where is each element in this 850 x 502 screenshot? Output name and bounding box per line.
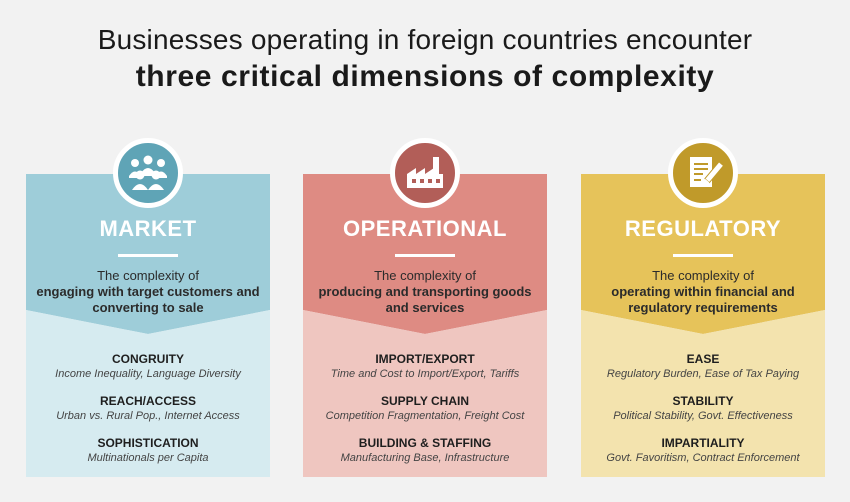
operational-description-emphasis: producing and transporting goods and ser…	[318, 284, 532, 315]
factor-detail: Competition Fragmentation, Freight Cost	[325, 410, 525, 422]
factor-name: SOPHISTICATION	[97, 436, 199, 450]
title-line-2: three critical dimensions of complexity	[135, 60, 715, 93]
operational-card-details-panel	[303, 310, 547, 477]
operational-description-lead: The complexity of	[374, 268, 476, 283]
list-item: SUPPLY CHAIN Competition Fragmentation, …	[303, 394, 547, 436]
market-card-details-panel	[26, 310, 270, 477]
regulatory-heading: REGULATORY	[624, 216, 782, 241]
market-card: MARKET The complexity of engaging with t…	[26, 138, 270, 478]
list-item: IMPORT/EXPORT Time and Cost to Import/Ex…	[303, 352, 547, 394]
factor-name: REACH/ACCESS	[99, 394, 196, 408]
factor-detail: Govt. Favoritism, Contract Enforcement	[606, 452, 800, 464]
list-item: EASE Regulatory Burden, Ease of Tax Payi…	[581, 352, 825, 394]
factor-detail: Multinationals per Capita	[87, 452, 209, 464]
market-factor-list: CONGRUITY Income Inequality, Language Di…	[26, 352, 270, 478]
market-heading-divider	[118, 254, 178, 257]
list-item: SOPHISTICATION Multinationals per Capita	[26, 436, 270, 478]
document-pen-icon	[668, 138, 738, 208]
factor-detail: Manufacturing Base, Infrastructure	[340, 452, 510, 464]
list-item: REACH/ACCESS Urban vs. Rural Pop., Inter…	[26, 394, 270, 436]
operational-heading: OPERATIONAL	[343, 216, 507, 241]
list-item: STABILITY Political Stability, Govt. Eff…	[581, 394, 825, 436]
market-description: The complexity of engaging with target c…	[32, 268, 264, 316]
factor-name: CONGRUITY	[112, 352, 184, 366]
operational-factor-list: IMPORT/EXPORT Time and Cost to Import/Ex…	[303, 352, 547, 478]
list-item: CONGRUITY Income Inequality, Language Di…	[26, 352, 270, 394]
factor-detail: Urban vs. Rural Pop., Internet Access	[56, 410, 240, 422]
factor-name: IMPARTIALITY	[661, 436, 745, 450]
factor-detail: Time and Cost to Import/Export, Tariffs	[330, 368, 520, 380]
regulatory-factor-list: EASE Regulatory Burden, Ease of Tax Payi…	[581, 352, 825, 478]
title-line-1: Businesses operating in foreign countrie…	[97, 24, 753, 55]
factor-detail: Regulatory Burden, Ease of Tax Paying	[606, 368, 800, 380]
regulatory-description: The complexity of operating within finan…	[587, 268, 819, 316]
factor-detail: Income Inequality, Language Diversity	[55, 368, 241, 380]
factor-detail: Political Stability, Govt. Effectiveness	[613, 410, 793, 422]
factor-name: EASE	[686, 352, 720, 366]
page-title: Businesses operating in foreign countrie…	[0, 22, 850, 96]
regulatory-heading-divider	[673, 254, 733, 257]
market-heading: MARKET	[99, 216, 197, 241]
factor-name: IMPORT/EXPORT	[375, 352, 475, 366]
factor-name: BUILDING & STAFFING	[358, 436, 492, 450]
people-group-icon	[113, 138, 183, 208]
list-item: IMPARTIALITY Govt. Favoritism, Contract …	[581, 436, 825, 478]
factory-icon	[390, 138, 460, 208]
regulatory-description-emphasis: operating within financial and regulator…	[611, 284, 795, 315]
regulatory-description-lead: The complexity of	[652, 268, 754, 283]
operational-heading-divider	[395, 254, 455, 257]
market-description-emphasis: engaging with target customers and conve…	[36, 284, 260, 315]
operational-card: OPERATIONAL The complexity of producing …	[303, 138, 547, 478]
factor-name: SUPPLY CHAIN	[380, 394, 470, 408]
regulatory-card: REGULATORY The complexity of operating w…	[581, 138, 825, 478]
regulatory-card-details-panel	[581, 310, 825, 477]
market-description-lead: The complexity of	[97, 268, 199, 283]
operational-description: The complexity of producing and transpor…	[309, 268, 541, 316]
factor-name: STABILITY	[672, 394, 734, 408]
list-item: BUILDING & STAFFING Manufacturing Base, …	[303, 436, 547, 478]
